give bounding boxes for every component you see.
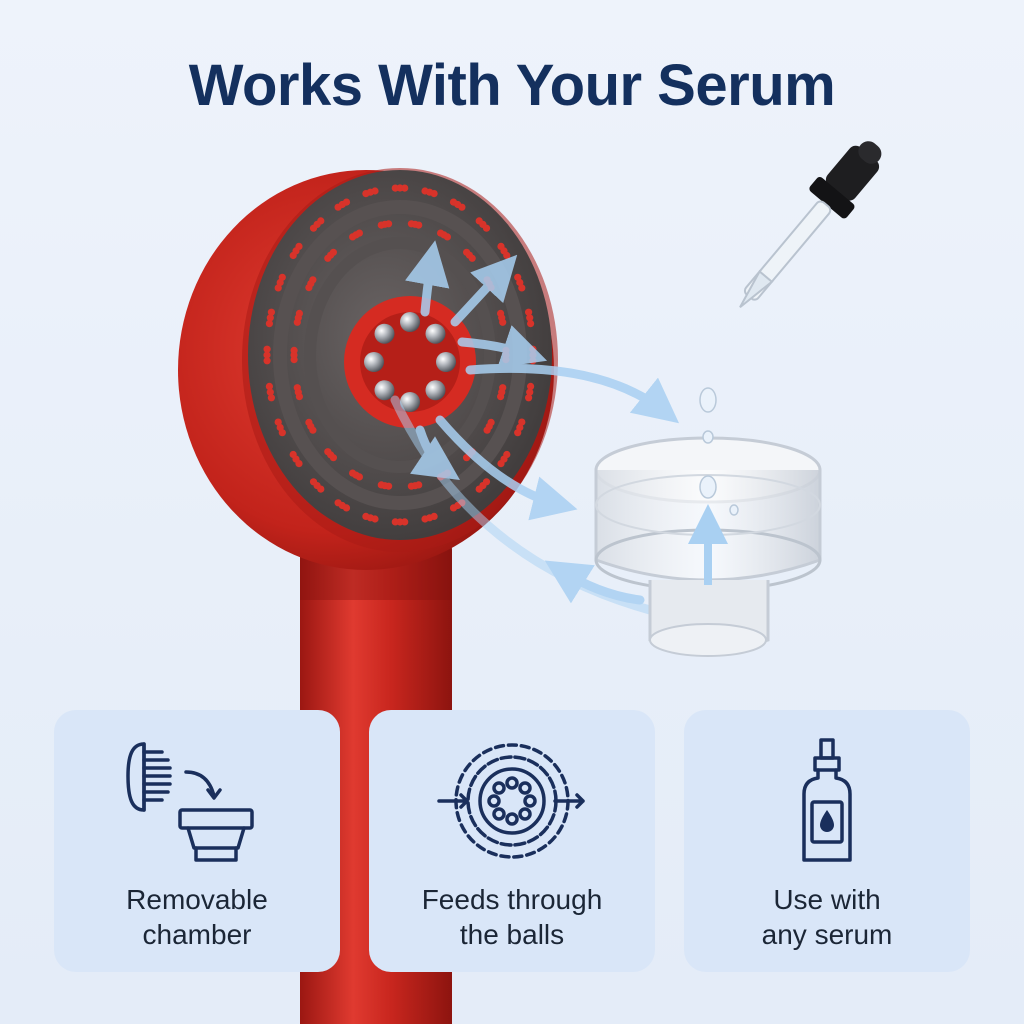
bristle [503,251,511,260]
page-title: Works With Your Serum [188,53,836,118]
metal-ball [374,380,395,401]
metal-ball [425,323,446,344]
bristle [263,345,271,353]
bristle [497,393,505,401]
bristle [516,278,524,287]
bristle [377,481,385,489]
bristle [525,308,533,316]
feature-card-removable-chamber: Removable chamber [54,710,340,972]
bristle [497,460,505,468]
bristle [317,217,325,225]
bristle [421,515,429,523]
bristle [468,254,476,262]
bristle [267,394,275,402]
bristle [443,233,451,241]
bristle [334,499,342,507]
bristle [265,320,273,328]
feature-label-line1: Feeds through [421,884,603,915]
feature-label-line1: Use with [773,884,881,915]
bristle [278,273,286,281]
bristle [449,504,458,512]
bristle [305,418,313,426]
flow-arrows-icon [390,240,680,615]
metal-ball [364,352,384,372]
serum-chamber-icon [594,436,822,657]
metal-ball [436,352,456,372]
bristle [499,318,507,326]
feature-label-line1: Removable [126,884,268,915]
bristle [295,309,303,317]
bristle [518,284,526,292]
bristle [391,518,399,526]
bristle [407,482,415,490]
bristle [342,198,351,206]
bristle [263,357,271,365]
bristle [355,229,363,237]
bristle [263,351,271,359]
bristle [289,450,297,459]
bristle [518,418,526,426]
metal-ball [374,323,395,344]
bristle [266,314,274,322]
bristle [371,187,379,195]
bristle [324,448,332,456]
bristle [385,220,393,228]
bristle [482,224,491,232]
bristle [309,276,317,284]
bristle [274,418,282,426]
bristle [295,242,303,250]
bristle [475,485,483,493]
bristle [362,512,370,521]
bristle [527,320,535,328]
feature-label-line2: any serum [761,919,893,950]
metal-ball [400,312,420,332]
bristle [276,423,284,432]
bristle [266,388,274,396]
bristle [525,394,533,402]
bristle [265,382,273,390]
bristle [415,221,423,229]
serum-bottle-icon [802,738,852,862]
bristle [267,308,275,316]
bristle [483,426,491,434]
removable-chamber-icon [126,742,254,862]
bristle [329,248,337,256]
bristle [458,203,466,211]
bristle [290,346,298,354]
bristle [430,190,438,198]
feature-card-any-serum: Use with any serum [684,710,970,972]
feature-card-feeds-balls: Feeds through the balls [369,710,655,972]
bristle [527,382,535,390]
metal-ball [425,380,446,401]
ball-flow-icon [437,743,585,859]
bristle [526,388,534,396]
bristle [293,384,301,392]
bristle [309,478,318,486]
bristle [401,184,409,192]
bristle [349,469,357,477]
serum-dropper-icon [699,141,882,516]
feature-label-line2: chamber [142,919,252,950]
feature-label-line2: the balls [459,919,565,950]
metal-ball [400,392,420,412]
bristle [274,284,282,292]
bristle [502,356,510,364]
bristle [514,429,522,437]
bristle [526,314,534,322]
